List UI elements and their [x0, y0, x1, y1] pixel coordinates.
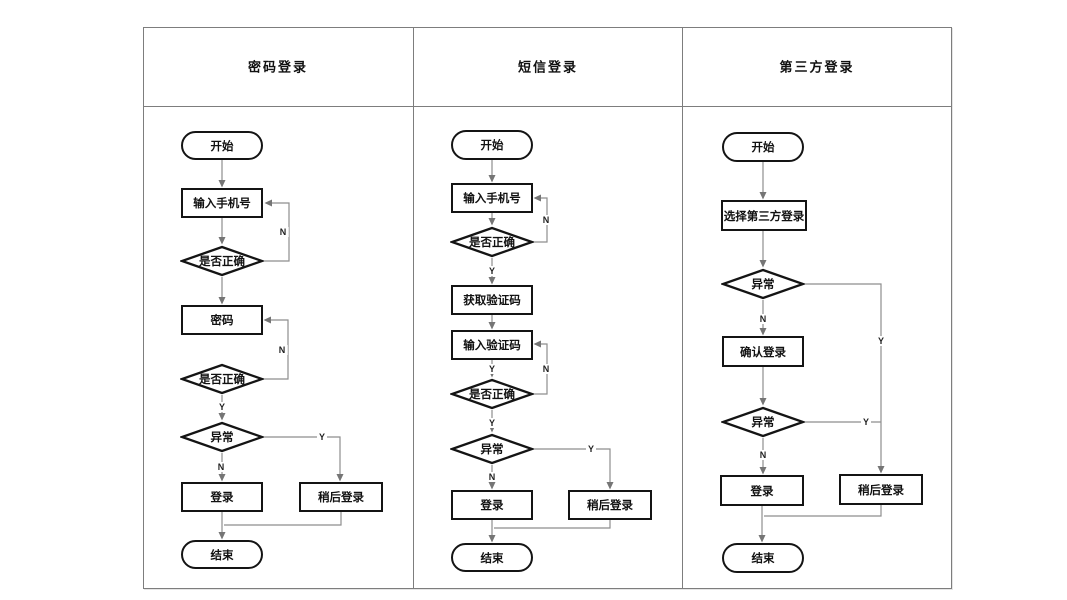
node-label: 是否正确 — [469, 237, 515, 249]
node-label: 开始 — [480, 140, 504, 152]
password-check-password-n-loop — [263, 316, 289, 380]
lane-divider-2 — [682, 27, 683, 589]
sms-login-later-step: 稍后登录 — [568, 490, 652, 520]
thirdparty-exception1-y-to-login-later — [805, 283, 885, 474]
node-label: 是否正确 — [199, 374, 245, 386]
diamond-shape — [450, 226, 534, 258]
header-divider — [143, 106, 952, 107]
node-label: 选择第三方登录 — [723, 210, 805, 223]
password-end-terminator: 结束 — [181, 540, 263, 569]
node-label: 异常 — [751, 279, 775, 291]
thirdparty-start-terminator: 开始 — [722, 132, 804, 162]
node-label: 获取验证码 — [463, 295, 521, 307]
sms-check-code-yes-label: Y — [486, 418, 498, 428]
password-enter-phone-step: 输入手机号 — [181, 188, 263, 218]
thirdparty-end-terminator: 结束 — [722, 543, 804, 573]
sms-enter-code-step: 输入验证码 — [451, 330, 533, 360]
password-password-step: 密码 — [181, 305, 263, 335]
diamond-shape — [450, 378, 534, 410]
thirdparty-exception2-yes-label: Y — [860, 417, 872, 427]
password-exception-y-to-login-later — [264, 436, 344, 482]
sms-check-phone-decision: 是否正确 — [450, 226, 534, 258]
lane-divider-1 — [413, 27, 414, 589]
node-label: 密码 — [210, 315, 234, 327]
node-label: 输入手机号 — [193, 198, 251, 210]
diamond-shape — [721, 406, 805, 438]
password-exception-no-label: N — [215, 462, 227, 472]
password-check-phone-decision: 是否正确 — [180, 245, 264, 277]
sms-check-phone-yes-label: Y — [486, 266, 498, 276]
sms-exception-y-to-login-later — [534, 448, 614, 490]
lane-title-thirdparty: 第三方登录 — [779, 59, 855, 75]
node-label: 是否正确 — [199, 256, 245, 268]
sms-check-code-decision: 是否正确 — [450, 378, 534, 410]
node-label: 输入验证码 — [463, 340, 521, 352]
password-login-step: 登录 — [181, 482, 263, 512]
node-label: 稍后登录 — [587, 500, 633, 512]
node-label: 输入手机号 — [463, 193, 521, 205]
password-login-later-merge — [224, 512, 342, 526]
thirdparty-exception2-no-label: N — [757, 450, 769, 460]
diamond-shape — [721, 268, 805, 300]
diamond-shape — [180, 421, 264, 453]
thirdparty-exception2-decision: 异常 — [721, 406, 805, 438]
node-label: 稍后登录 — [318, 492, 364, 504]
sms-start-terminator: 开始 — [451, 130, 533, 160]
node-label: 异常 — [210, 432, 234, 444]
thirdparty-login-later-step: 稍后登录 — [839, 474, 923, 505]
sms-exception-yes-label: Y — [585, 444, 597, 454]
thirdparty-confirm-step: 确认登录 — [722, 336, 804, 367]
sms-login-later-merge — [494, 520, 611, 529]
password-check-password-decision: 是否正确 — [180, 363, 264, 395]
node-label: 开始 — [210, 140, 234, 153]
thirdparty-exception1-decision: 异常 — [721, 268, 805, 300]
sms-get-code-step: 获取验证码 — [451, 285, 533, 315]
password-check-phone-n-loop — [264, 199, 290, 262]
password-check-password-yes-label: Y — [216, 402, 228, 412]
password-login-later-step: 稍后登录 — [299, 482, 383, 512]
lane-title-sms: 短信登录 — [517, 59, 579, 75]
password-check-password-no-label: N — [276, 345, 288, 355]
thirdparty-choose-step: 选择第三方登录 — [721, 200, 807, 231]
password-check-phone-no-label: N — [277, 227, 289, 237]
node-label: 稍后登录 — [858, 484, 904, 497]
diamond-shape — [450, 433, 534, 465]
node-label: 异常 — [480, 444, 504, 456]
thirdparty-login-later-merge — [764, 505, 882, 517]
node-label: 登录 — [750, 485, 774, 498]
node-label: 是否正确 — [469, 389, 515, 401]
password-start-terminator: 开始 — [181, 131, 263, 160]
thirdparty-exception1-yes-label: Y — [875, 336, 887, 346]
sms-end-terminator: 结束 — [451, 543, 533, 572]
node-label: 结束 — [210, 549, 234, 562]
sms-check-code-no-label: N — [540, 364, 552, 374]
password-exception-yes-label: Y — [316, 432, 328, 442]
node-label: 登录 — [210, 492, 234, 504]
sms-check-phone-no-label: N — [540, 215, 552, 225]
sms-enter-code-yes-label: Y — [486, 364, 498, 374]
lane-title-password: 密码登录 — [247, 59, 309, 75]
sms-enter-phone-step: 输入手机号 — [451, 183, 533, 213]
diamond-shape — [180, 245, 264, 277]
sms-exception-decision: 异常 — [450, 433, 534, 465]
node-label: 异常 — [751, 417, 775, 429]
password-exception-decision: 异常 — [180, 421, 264, 453]
diamond-shape — [180, 363, 264, 395]
node-label: 登录 — [480, 500, 504, 512]
node-label: 确认登录 — [740, 346, 786, 359]
node-label: 结束 — [751, 553, 775, 565]
thirdparty-login-step: 登录 — [720, 475, 804, 506]
sms-login-step: 登录 — [451, 490, 533, 520]
node-label: 结束 — [480, 552, 504, 565]
sms-exception-no-label: N — [486, 472, 498, 482]
thirdparty-exception1-no-label: N — [757, 314, 769, 324]
node-label: 开始 — [751, 142, 775, 154]
swimlane-table-border — [143, 27, 952, 589]
